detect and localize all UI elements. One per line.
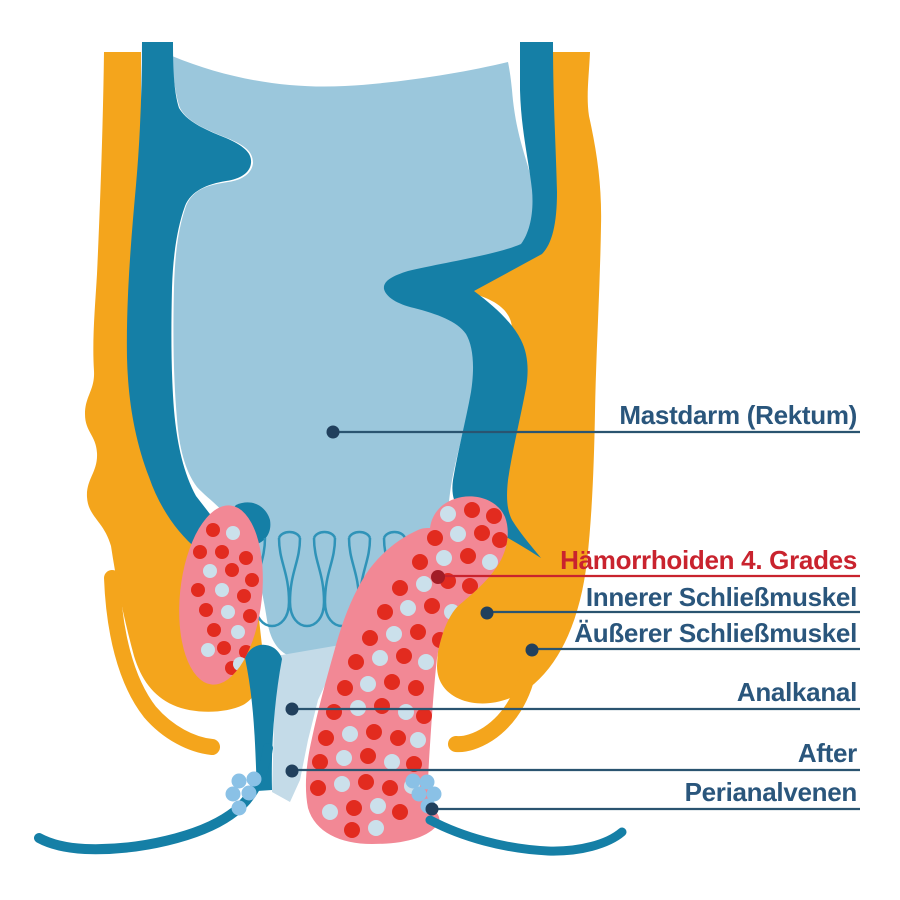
anchor-dot-outer-sphincter [525, 643, 539, 657]
anal-column-arch [382, 530, 407, 539]
perianal-veins-group [225, 771, 442, 816]
hemorrhoid-right-prolapse [305, 496, 508, 844]
label-inner-sphincter: Innerer Schließmuskel [586, 582, 857, 612]
outer-sphincter-arc-right [448, 650, 538, 753]
skin-line-right [425, 815, 627, 856]
anal-canal-wall-left-shape [245, 644, 282, 791]
hemorrhoid-left-pale-dots [201, 526, 247, 671]
anchor-dot-hemorrhoids [431, 570, 445, 584]
label-outer-sphincter: Äußerer Schließmuskel [574, 618, 857, 648]
hemorrhoid-left-red-dots [191, 523, 259, 675]
anchor-dot-anus [285, 764, 299, 778]
hemorrhoid-left-node [179, 505, 263, 685]
label-perianal-veins: Perianalvenen [685, 777, 857, 807]
anchor-dot-anal-canal [285, 702, 299, 716]
outer-sphincter-arc-left [104, 570, 220, 755]
perianal-veins-left [225, 771, 262, 816]
label-texts-navy: Mastdarm (Rektum) Innerer Schließmuskel … [574, 400, 857, 807]
perianal-veins-right [405, 773, 442, 814]
anal-column-arch [277, 530, 302, 539]
muscle-wall-left-shape [126, 42, 252, 550]
anchor-dot-perianal-veins [425, 802, 439, 816]
outer-sphincter-arc-group [104, 570, 538, 755]
label-lines-navy [292, 430, 860, 811]
label-hemorrhoids: Hämorrhoiden 4. Grades [560, 545, 857, 575]
hemorrhoid-right-shape [305, 496, 508, 844]
anal-canal-lumen-shape [272, 645, 340, 802]
anal-column [288, 537, 326, 628]
label-rectum: Mastdarm (Rektum) [619, 400, 857, 430]
sphincter-muscle-left-shape [85, 52, 264, 712]
anchor-dot-inner-sphincter [480, 606, 494, 620]
label-anal-canal: Analkanal [737, 677, 857, 707]
hemorrhoid-right-red-dots [310, 502, 508, 838]
muscle-wall-right-shape [383, 42, 557, 558]
label-anchor-dots [285, 425, 539, 816]
anal-column-arch [347, 530, 372, 539]
anchor-dot-rectum [326, 425, 340, 439]
hemorrhoid-right-pale-dots [322, 506, 498, 836]
label-anus: After [798, 738, 857, 768]
anal-column-arch [312, 530, 337, 539]
